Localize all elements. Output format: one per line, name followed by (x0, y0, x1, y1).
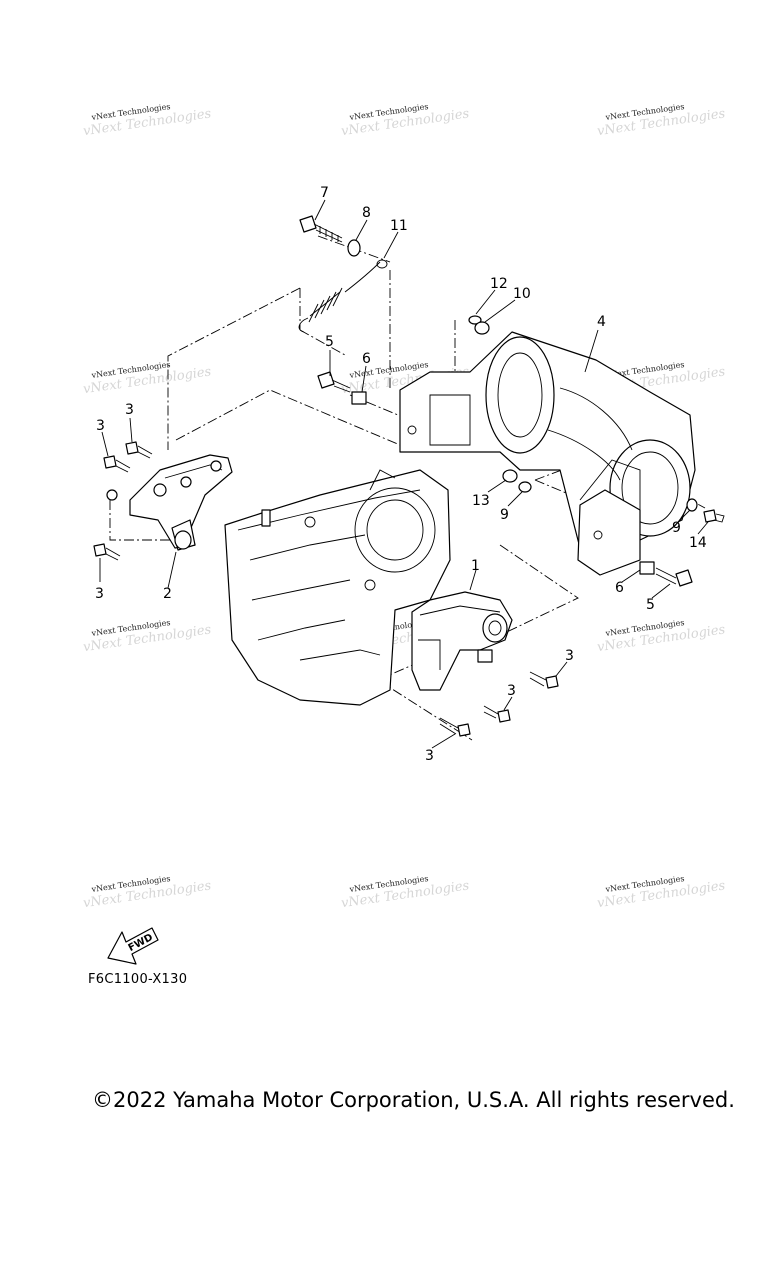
engine-mount-right (411, 591, 513, 691)
callout-7: 7 (320, 185, 329, 201)
callout-10: 10 (513, 286, 531, 302)
callouts: 7 8 11 12 10 4 5 6 3 3 3 2 1 13 9 9 14 6… (95, 185, 707, 764)
bolt-3-b (103, 455, 131, 473)
bolt-3-f (439, 717, 471, 737)
callout-3-a: 3 (125, 402, 134, 418)
washer-12 (468, 315, 482, 325)
callout-4: 4 (597, 314, 606, 330)
callout-11: 11 (390, 218, 408, 234)
bolt-3-e (483, 705, 511, 723)
collar-6-lower (639, 561, 655, 575)
bolt-3-d (529, 671, 559, 689)
washer-9-right (686, 498, 698, 512)
nut-13 (502, 469, 518, 483)
leader-lines (99, 199, 709, 749)
bolt-3-c (93, 543, 121, 561)
callout-3-d: 3 (565, 648, 574, 664)
small-parts (93, 215, 725, 737)
collar-8 (347, 239, 361, 257)
bolt-7 (299, 215, 343, 243)
callout-5-upper: 5 (325, 334, 334, 350)
callout-3-e: 3 (507, 683, 516, 699)
callout-13: 13 (472, 493, 490, 509)
copyright-notice: ©2022 Yamaha Motor Corporation, U.S.A. A… (92, 1088, 735, 1112)
callout-5-lower: 5 (646, 597, 655, 613)
bolt-3-a (125, 441, 153, 459)
bolt-5-upper (317, 371, 351, 393)
callout-9-left: 9 (500, 507, 509, 523)
callout-6-upper: 6 (362, 351, 371, 367)
callout-2: 2 (163, 586, 172, 602)
callout-8: 8 (362, 205, 371, 221)
engine-mount-left (106, 454, 233, 551)
callout-14: 14 (689, 535, 707, 551)
callout-6-lower: 6 (615, 580, 624, 596)
callout-9-right: 9 (672, 520, 681, 536)
bracket-housing (399, 331, 696, 576)
callout-3-b: 3 (96, 418, 105, 434)
diagram-code: F6C1100-X130 (88, 972, 188, 987)
callout-1: 1 (471, 558, 480, 574)
collar-6-upper (351, 391, 367, 405)
fwd-arrow-icon: FWD (107, 927, 159, 965)
washer-9-left (518, 481, 532, 493)
callout-3-f: 3 (425, 748, 434, 764)
jet-pump-housing (224, 469, 451, 706)
bolt-5-lower (655, 567, 693, 587)
callout-12: 12 (490, 276, 508, 292)
bolt-14 (703, 509, 725, 523)
callout-3-c: 3 (95, 586, 104, 602)
spring-11 (298, 259, 388, 333)
nut-10 (474, 321, 490, 335)
